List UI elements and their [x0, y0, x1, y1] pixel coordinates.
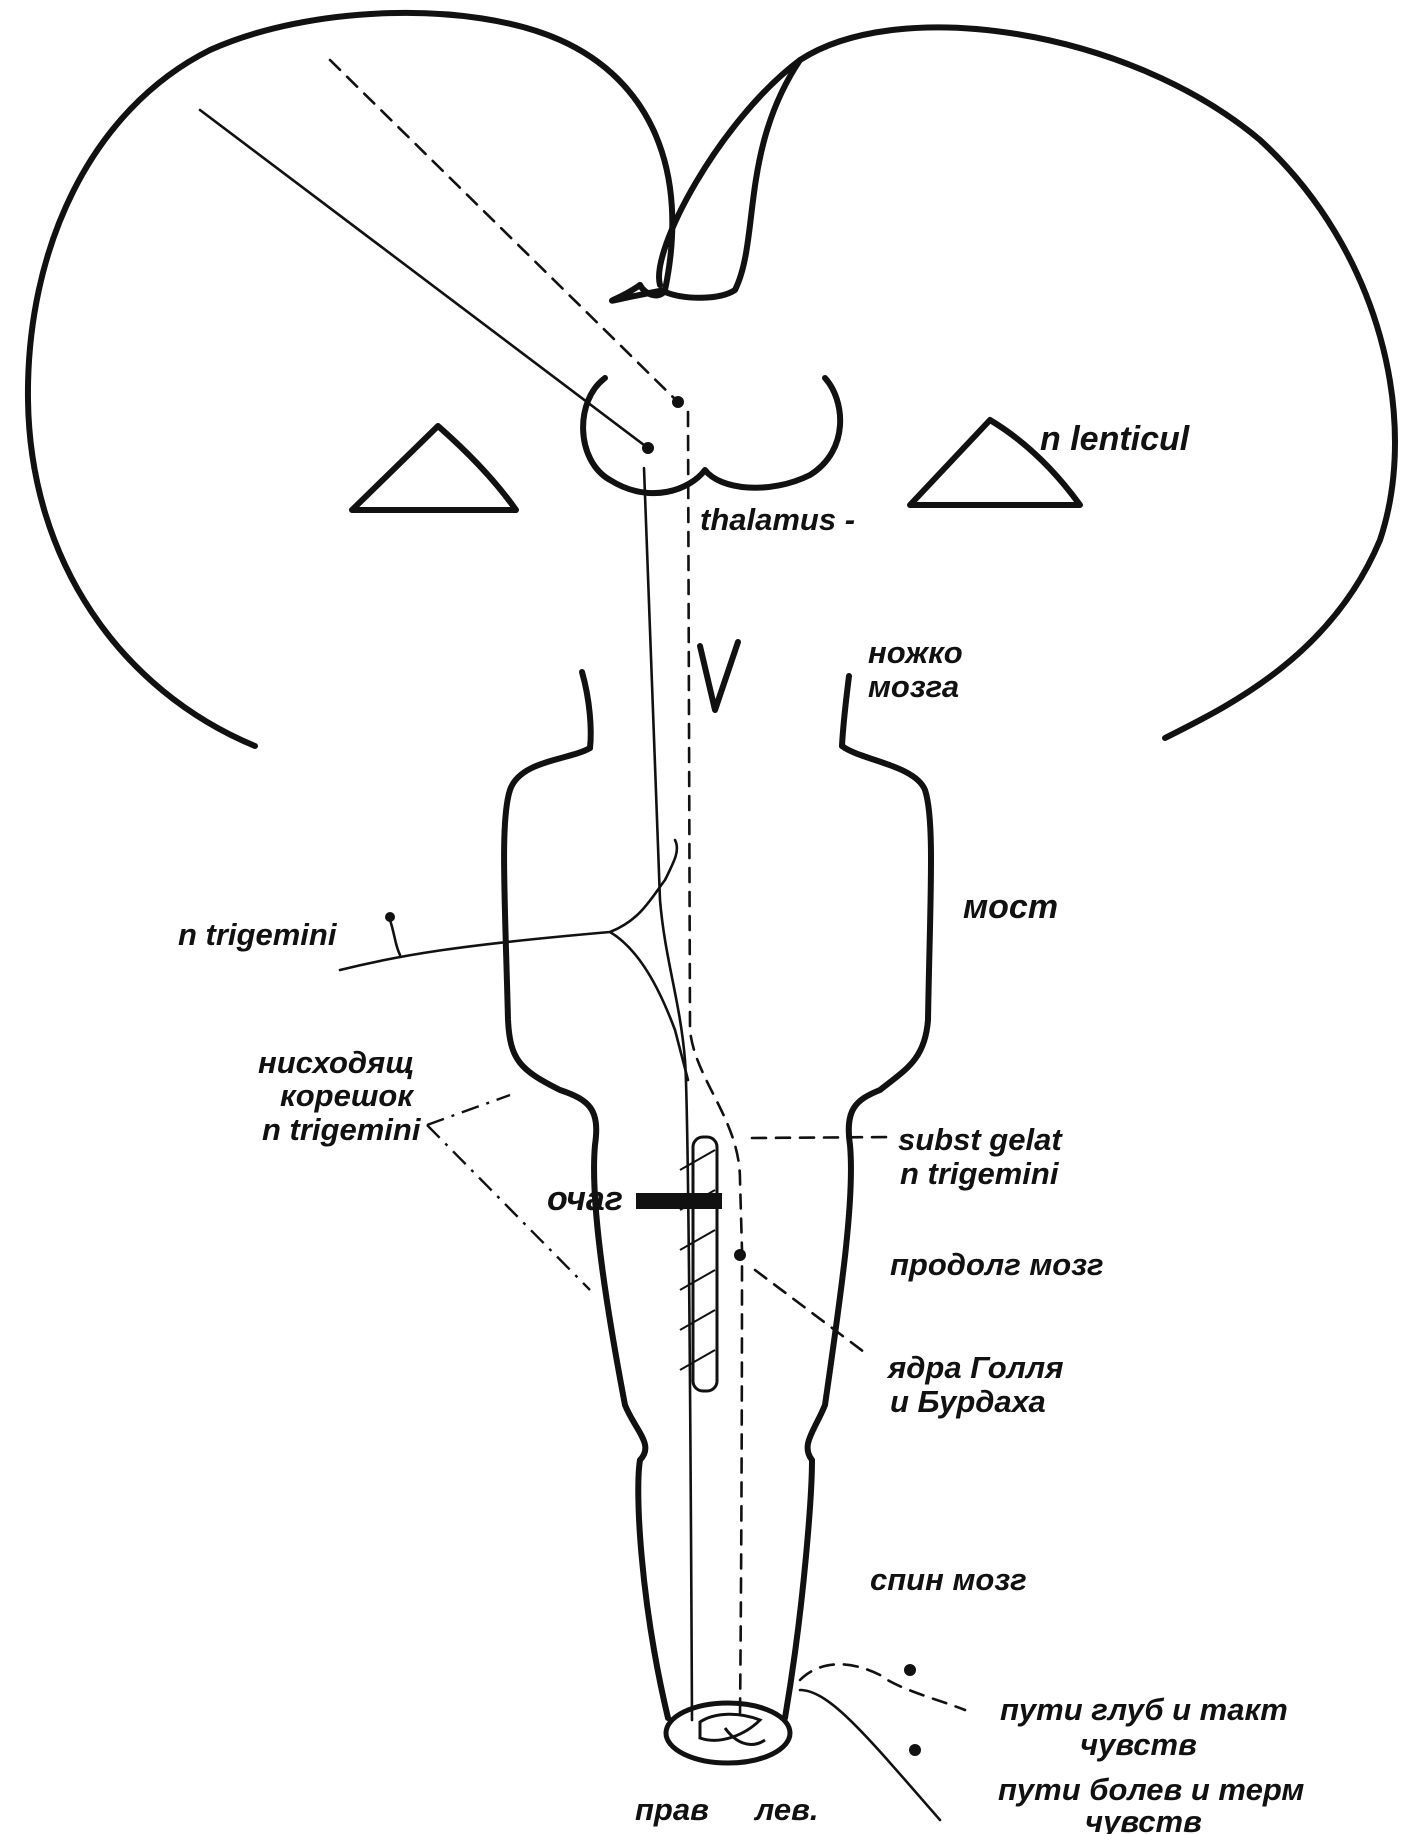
left-peduncle [579, 669, 594, 751]
label-puti-glub-2: чувств [1080, 1727, 1197, 1762]
trigeminal-ganglion-branch [388, 918, 402, 957]
leader-nishod [426, 1093, 591, 1291]
label-nishod-1: нисходящ [258, 1045, 414, 1080]
subst-gelat-nucleus [691, 1135, 719, 1393]
nucleus-hatching [679, 1149, 716, 1371]
lesion-focus-bar [636, 1193, 722, 1209]
label-n-lenticul: n lenticul [1040, 420, 1191, 458]
sensory-neuron-upper [904, 1664, 916, 1676]
trigeminal-nerve [338, 838, 690, 1082]
label-spin: спин мозг [870, 1562, 1027, 1597]
label-nishod-3: n trigemini [262, 1112, 422, 1147]
interhemispheric-notch [662, 57, 803, 301]
trigeminal-ganglion [385, 912, 395, 922]
label-puti-bolev-1: пути болев и терм [998, 1772, 1304, 1807]
right-hemisphere-outline [609, 24, 1398, 741]
dashed-descending-fiber [686, 410, 744, 1717]
label-prav: прав [635, 1792, 709, 1827]
label-nishod-2: корешок [280, 1078, 414, 1113]
left-hemisphere-outline [24, 9, 676, 749]
brainstem-outline [501, 743, 935, 1721]
thalamic-neuron-dashed [672, 396, 684, 408]
right-lenticular-nucleus [907, 417, 1083, 508]
label-yadra-2: и Бурдаха [890, 1384, 1046, 1419]
leader-yadra [753, 1268, 870, 1357]
label-puti-bolev-2: чувств [1085, 1804, 1202, 1834]
cortical-solid-fiber [198, 108, 650, 450]
leader-puti-bolev [798, 1688, 942, 1822]
label-nozhka-1: ножкo [868, 635, 963, 670]
label-puti-glub-1: пути глуб и такт [1000, 1692, 1288, 1727]
spinal-cord-cross-section [663, 1700, 793, 1766]
sensory-neuron-lower [909, 1744, 921, 1756]
label-prodolg: продолг мозг [890, 1247, 1104, 1282]
label-yadra-1: ядра Голля [886, 1350, 1063, 1385]
solid-descending-fiber [642, 466, 694, 1722]
gray-matter [698, 1712, 766, 1746]
right-peduncle [839, 673, 852, 749]
label-thalamus: thalamus - [700, 502, 855, 537]
label-subst-2: n trigemini [900, 1156, 1060, 1191]
label-subst-1: subst gelat [898, 1122, 1063, 1157]
label-nozhka-2: мозга [868, 669, 959, 704]
thalamus-outline [580, 375, 844, 497]
left-lenticular-nucleus [349, 423, 519, 513]
label-lev: лев. [753, 1792, 818, 1827]
midline-v [697, 639, 741, 713]
leader-puti-glub [798, 1663, 967, 1712]
thalamic-neuron-solid [642, 442, 654, 454]
medulla-neuron [734, 1249, 746, 1261]
leader-subst [750, 1135, 897, 1140]
label-ochag: очаг [547, 1180, 623, 1218]
cortical-dashed-fiber [328, 58, 680, 404]
label-most: мост [963, 888, 1058, 926]
label-n-trigemini: n trigemini [178, 917, 338, 952]
